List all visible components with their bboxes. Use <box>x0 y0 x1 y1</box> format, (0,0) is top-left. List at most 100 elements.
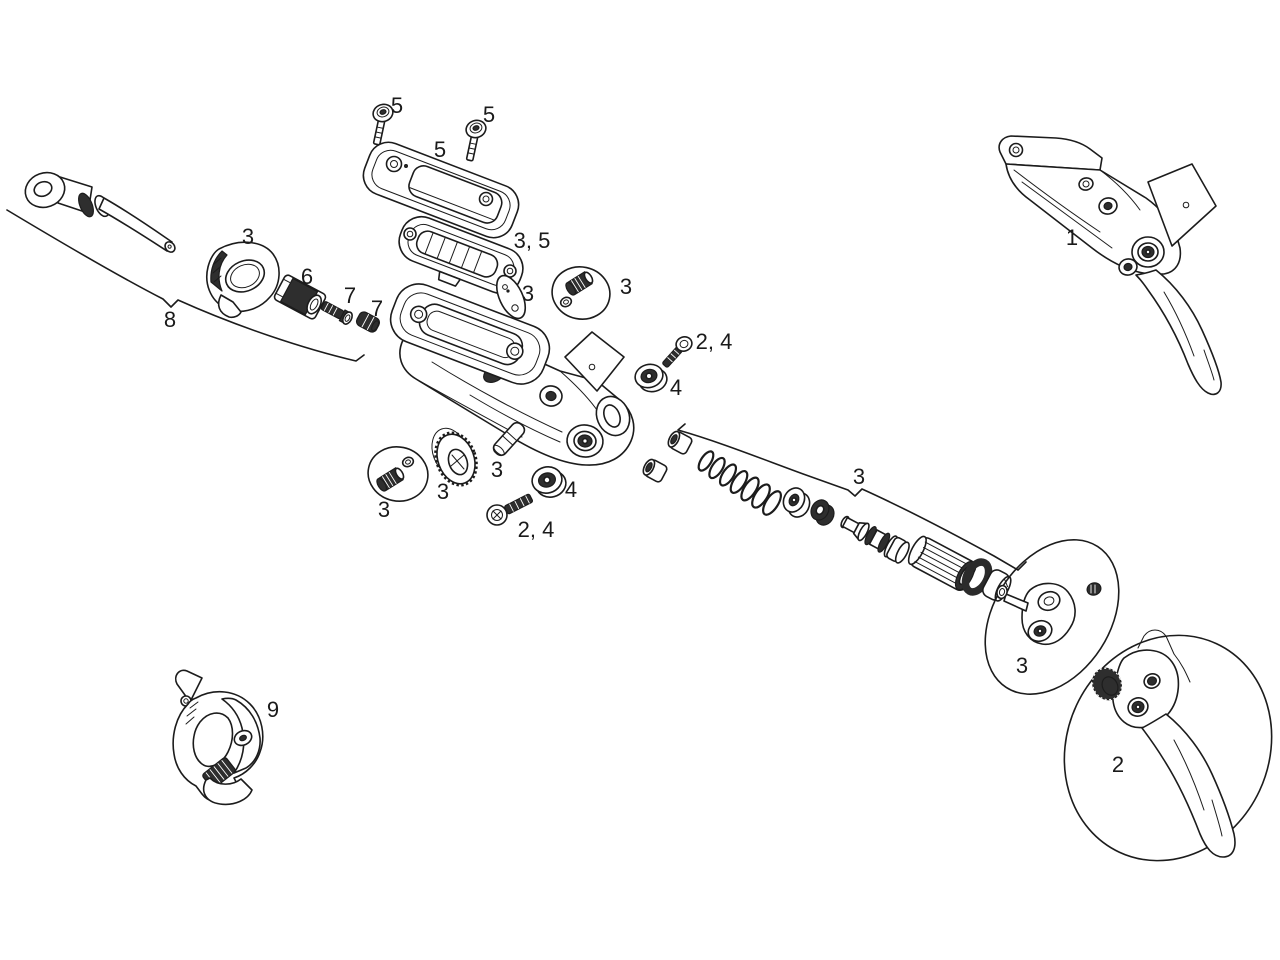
sticker-hole <box>511 304 519 312</box>
hatch-lines <box>212 257 222 283</box>
bladder-ear-hole-left-inner <box>406 230 414 238</box>
blade-slot-line <box>1173 739 1205 811</box>
label-cam-wheel: 3 <box>437 479 449 504</box>
screw-head-rim <box>376 106 390 118</box>
lever-pivot-center <box>1145 249 1151 255</box>
bearing-bore <box>645 372 653 380</box>
pivot-bearing-lower <box>531 466 567 498</box>
adjuster-set-screw <box>1086 582 1102 596</box>
label-piston-kit: 3 <box>853 464 865 489</box>
cover-hole-left <box>385 155 403 173</box>
bolt-socket <box>679 339 689 349</box>
pivot-bolt-upper <box>662 336 693 368</box>
lever-ring-boss-2 <box>1078 177 1094 191</box>
bleed-sticker <box>495 274 527 320</box>
bushing-bore <box>670 434 678 445</box>
flange-hole-right-inner <box>510 346 520 356</box>
cap-hole-inner <box>1012 146 1020 154</box>
block-boss-upper-bore <box>1043 596 1055 606</box>
lever-body <box>389 283 635 466</box>
lever-blade-edge-line <box>1203 349 1215 381</box>
reach-adjust-kit <box>984 538 1120 696</box>
body-boss-big-ring <box>573 430 597 452</box>
piston-bushing-b <box>642 458 668 483</box>
screw-socket <box>379 109 387 115</box>
compression-olive <box>355 311 381 333</box>
label-cover-screw-left: 5 <box>391 93 403 118</box>
reservoir-flange <box>389 283 551 385</box>
bladder-ribs <box>424 232 483 274</box>
olive-rib <box>361 313 370 328</box>
knob-knurl <box>1092 667 1122 701</box>
cam-slot <box>450 454 465 470</box>
handlebar-clamp <box>172 669 264 806</box>
nut-opening-inner <box>309 298 319 311</box>
piston-shaft <box>840 515 910 564</box>
flange-hole-left-inner <box>414 309 424 319</box>
bladder-ear-hole-left <box>403 227 417 241</box>
lever-blade-slot-line <box>1163 291 1195 357</box>
cam-pin <box>492 421 526 457</box>
screw-socket <box>472 125 480 131</box>
seal-nut-hole <box>815 504 825 516</box>
bladder-window <box>415 230 499 278</box>
bushing-bore <box>645 462 653 473</box>
sticker-dot <box>506 289 510 293</box>
bleed-screw-cap <box>376 478 388 492</box>
label-compression-olive: 7 <box>371 296 383 321</box>
adjuster-bolt-shaft <box>1003 593 1029 612</box>
bearing-bore <box>543 476 551 484</box>
bladder-tab <box>437 270 462 287</box>
cover-screw-right <box>465 119 487 162</box>
label-bleed-screw-disc-2: 3 <box>378 497 390 522</box>
lever-top-cap <box>998 135 1103 171</box>
cover-rim <box>371 149 511 231</box>
hose-tip <box>164 241 176 253</box>
label-handlebar-clamp: 9 <box>267 697 279 722</box>
clamp-hatch-lines <box>185 701 199 725</box>
disc-outline <box>551 266 611 320</box>
nut-hex-line <box>282 278 291 283</box>
bleed-screw-face <box>583 271 594 284</box>
flange-hole-left <box>409 305 428 324</box>
disc-oring-inner <box>405 459 411 465</box>
bolt-head <box>675 336 693 352</box>
body-mount-tab <box>564 331 625 392</box>
pin-end <box>493 444 505 456</box>
bolt-thread <box>504 493 534 515</box>
bleed-screw-face <box>394 467 405 480</box>
cover-hole-left-inner <box>390 160 398 168</box>
blade-edge-line <box>1211 799 1223 837</box>
bladder-seal <box>398 215 524 295</box>
pivot-bearing-upper <box>634 363 668 393</box>
bolt-thread-lines <box>667 349 680 363</box>
blade-spring-wire <box>1137 629 1191 683</box>
barb-head-inner <box>344 314 351 322</box>
bleed-screw-disc-2 <box>367 446 429 502</box>
blade-arm <box>1141 713 1236 858</box>
banjo-hole <box>33 180 53 198</box>
label-pivot-bolt-upper: 2, 4 <box>696 329 733 354</box>
label-pivot-bearing-upper: 4 <box>670 375 682 400</box>
washer-hole <box>791 497 797 503</box>
label-compression-nut: 6 <box>301 264 313 289</box>
tab-hole <box>588 363 596 371</box>
cap-hole <box>1008 142 1024 158</box>
bleed-screw-ridges <box>571 275 586 293</box>
compression-nut <box>273 274 327 320</box>
barb-thread-lines <box>323 302 338 316</box>
label-pivot-bolt-lower: 2, 4 <box>518 517 555 542</box>
lever-ring-boss-2-bore <box>1082 180 1090 188</box>
lever-ring-boss-bore <box>1103 201 1113 211</box>
disc-oring-inner <box>563 299 569 305</box>
pin-body <box>492 421 526 457</box>
cam-lever-boss-dot <box>239 734 247 742</box>
piston-washer <box>782 487 811 518</box>
clamp-ear-hole-inner <box>183 698 189 704</box>
lever-pivot-ring <box>1137 242 1159 262</box>
cover-hole-right <box>478 191 494 207</box>
cover-opening <box>224 259 266 293</box>
knob-face <box>1101 676 1119 696</box>
body-boss-small-bore <box>545 390 557 402</box>
